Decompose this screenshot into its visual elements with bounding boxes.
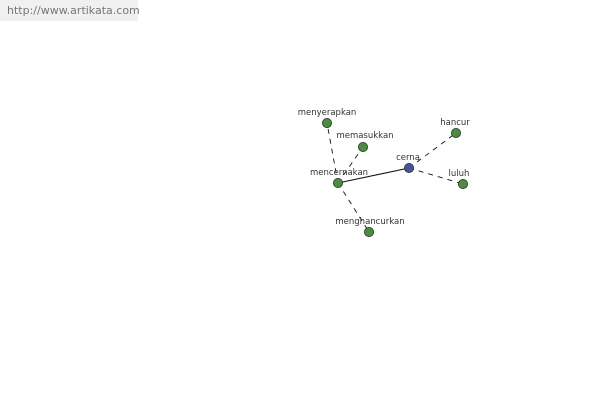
edge-cerna-mencernakan — [337, 167, 410, 184]
node-menyerapkan[interactable]: menyerapkan — [298, 108, 357, 129]
node-label-menyerapkan[interactable]: menyerapkan — [298, 108, 357, 118]
node-label-luluh[interactable]: luluh — [449, 169, 470, 179]
node-cerna[interactable]: cerna — [396, 153, 420, 173]
node-menghancurkan[interactable]: menghancurkan — [335, 217, 405, 237]
node-label-memasukkan[interactable]: memasukkan — [336, 131, 393, 141]
node-dot-memasukkan[interactable] — [357, 141, 368, 152]
node-dot-mencernakan[interactable] — [332, 177, 343, 188]
site-url[interactable]: http://www.artikata.com — [7, 4, 140, 17]
node-dot-hancur[interactable] — [450, 127, 461, 138]
node-memasukkan[interactable]: memasukkan — [336, 131, 394, 152]
node-label-cerna[interactable]: cerna — [396, 153, 420, 163]
node-label-hancur[interactable]: hancur — [440, 118, 470, 128]
node-dot-menghancurkan[interactable] — [363, 226, 374, 237]
edge-mencernakan-menyerapkan — [326, 122, 339, 184]
edge-mencernakan-memasukkan — [337, 146, 364, 184]
node-hancur[interactable]: hancur — [440, 118, 470, 138]
url-bar: http://www.artikata.com — [0, 0, 140, 21]
node-luluh[interactable]: luluh — [449, 169, 470, 189]
node-dot-menyerapkan[interactable] — [321, 118, 332, 129]
node-label-menghancurkan[interactable]: menghancurkan — [335, 217, 404, 227]
node-dot-cerna[interactable] — [403, 162, 414, 173]
node-label-mencernakan[interactable]: mencernakan — [310, 168, 368, 178]
node-mencernakan[interactable]: mencernakan — [310, 168, 368, 188]
node-dot-luluh[interactable] — [457, 178, 468, 189]
